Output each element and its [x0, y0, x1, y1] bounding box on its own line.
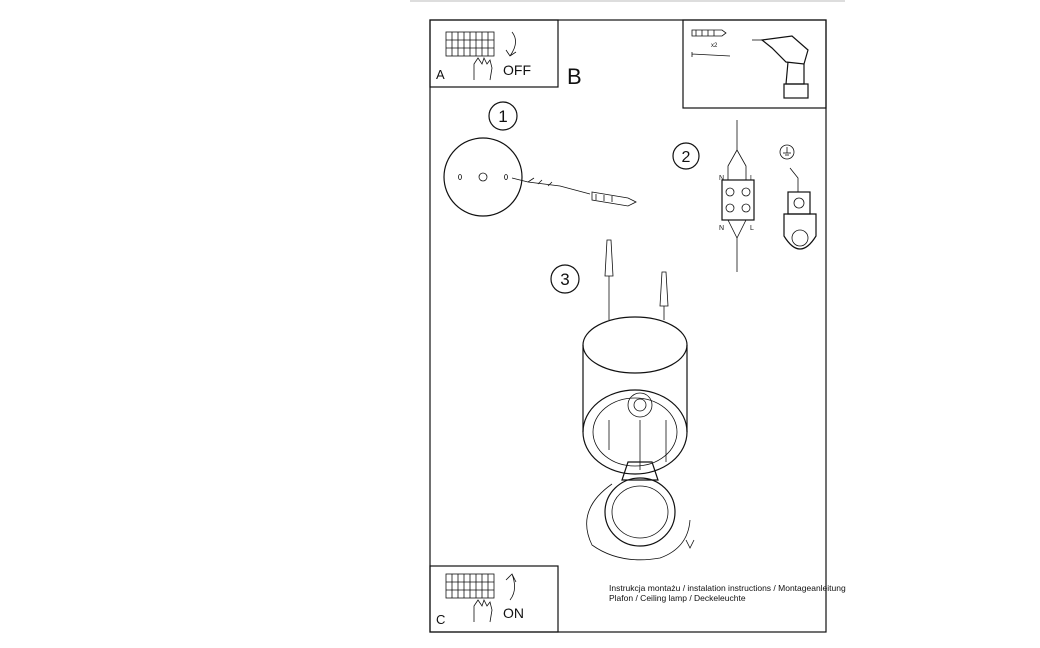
switchboard-icon	[445, 573, 495, 599]
tools-quantity: x2	[711, 43, 718, 49]
wall-plug-icon	[691, 29, 727, 37]
terminal-block-icon	[721, 120, 755, 272]
step-1-number: 1	[498, 107, 507, 126]
label-live-top: L	[750, 175, 754, 182]
drill-bit-icon	[511, 177, 591, 195]
drill-icon	[752, 35, 809, 99]
ceiling-plate-icon	[443, 137, 523, 217]
panel-c-action: ON	[503, 605, 524, 621]
arrow-down-icon	[505, 31, 517, 57]
bulb-icon	[604, 461, 676, 547]
ground-terminal-icon	[783, 167, 817, 250]
page-frame	[429, 19, 827, 633]
panel-a-letter: A	[436, 67, 445, 82]
hand-icon	[473, 598, 493, 623]
lamp-socket-icon	[608, 392, 667, 470]
step-1: 1	[443, 101, 637, 217]
tools-panel: x2	[682, 19, 827, 109]
ground-symbol-icon	[779, 144, 795, 160]
panel-b-letter: B	[567, 64, 582, 89]
screw-icon	[691, 52, 731, 57]
step-3: 3	[550, 239, 695, 561]
footer-title: Instrukcja montażu / instalation instruc…	[609, 583, 846, 593]
step-2-number: 2	[682, 149, 691, 166]
footer-subtitle: Plafon / Ceiling lamp / Deckeleuchte	[609, 593, 746, 603]
label-live-bottom: L	[750, 225, 754, 232]
switchboard-icon	[445, 31, 495, 57]
panel-a-switch-off: A OFF	[429, 19, 559, 88]
dowel-icon	[591, 191, 637, 207]
screw-right-icon	[659, 271, 669, 320]
label-neutral-top: N	[719, 175, 724, 182]
rotate-arrow-icon	[586, 483, 695, 561]
lamp-body-icon	[582, 316, 688, 475]
panel-a-action: OFF	[503, 62, 531, 78]
panel-c-switch-on: C ON	[429, 565, 559, 633]
label-neutral-bottom: N	[719, 225, 724, 232]
hand-icon	[473, 56, 493, 81]
screw-left-icon	[604, 239, 614, 320]
panel-c-letter: C	[436, 612, 445, 627]
step-3-number: 3	[560, 270, 569, 289]
arrow-up-icon	[505, 573, 517, 601]
step-2: 2 N L N L	[672, 120, 817, 272]
